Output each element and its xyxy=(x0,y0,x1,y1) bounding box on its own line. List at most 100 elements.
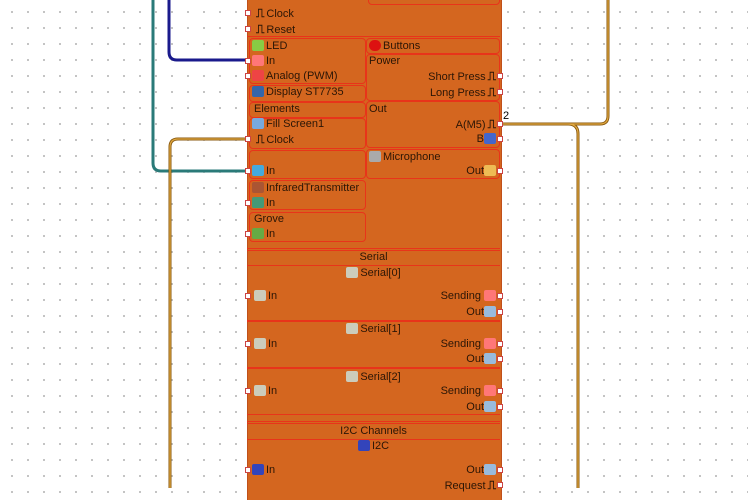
serial-0-out-pin[interactable] xyxy=(497,309,503,315)
button-icon xyxy=(369,40,381,51)
divider xyxy=(247,439,500,440)
wire-gold-out[interactable] xyxy=(500,0,610,488)
serial-1-title: Serial[1] xyxy=(247,323,500,336)
display-in-pin[interactable] xyxy=(245,168,251,174)
serial-0-sending-pin[interactable] xyxy=(497,293,503,299)
serial-2-out-pin[interactable] xyxy=(497,404,503,410)
led-icon xyxy=(252,40,264,51)
binary-icon xyxy=(484,401,496,412)
i2c-out: Out xyxy=(466,464,498,477)
grove-icon xyxy=(252,228,264,239)
led-analog: Analog (PWM) xyxy=(252,70,338,83)
grove-in: In xyxy=(252,228,275,241)
fill-screen-element[interactable] xyxy=(249,118,366,149)
divider xyxy=(247,36,500,37)
ir-in-pin[interactable] xyxy=(245,200,251,206)
reset-label: ⎍Reset xyxy=(256,22,296,37)
i2c-in-pin[interactable] xyxy=(245,467,251,473)
elements-section[interactable] xyxy=(249,102,366,118)
serial-0-in-pin[interactable] xyxy=(245,293,251,299)
short-press-pin[interactable] xyxy=(497,73,503,79)
grove-in-pin[interactable] xyxy=(245,231,251,237)
serial-1-sending-pin[interactable] xyxy=(497,341,503,347)
microphone-title: Microphone xyxy=(369,151,440,164)
grove-title: Grove xyxy=(254,213,284,225)
top-subcomponent xyxy=(368,0,500,5)
divider xyxy=(247,367,500,369)
led-analog-pin[interactable] xyxy=(245,73,251,79)
serial-2-in: In xyxy=(254,385,277,398)
analog-out-icon xyxy=(484,165,496,176)
fill-screen-title: Fill Screen1 xyxy=(252,118,324,131)
b-icon xyxy=(484,133,496,144)
buttons-component[interactable] xyxy=(366,38,500,54)
serial-0-sending: Sending xyxy=(441,290,498,303)
digital-icon xyxy=(484,290,496,301)
buttons-title: Buttons xyxy=(369,40,420,53)
i2c-icon xyxy=(252,464,264,475)
serial-header: Serial xyxy=(359,251,388,263)
a-m5-pin[interactable] xyxy=(497,121,503,127)
ir-in: In xyxy=(252,197,275,210)
serial-2-sending-pin[interactable] xyxy=(497,388,503,394)
long-press: Long Press⎍ xyxy=(429,85,496,100)
serial-0-title: Serial[0] xyxy=(247,267,500,280)
ir-title: InfraredTransmitter xyxy=(252,182,359,195)
serial-1-sending: Sending xyxy=(441,338,498,351)
reset-pin[interactable] xyxy=(245,26,251,32)
serial-2-in-pin[interactable] xyxy=(245,388,251,394)
mic-out-pin[interactable] xyxy=(497,168,503,174)
i2c-request-pin[interactable] xyxy=(497,482,503,488)
display-icon xyxy=(252,86,264,97)
analog-icon xyxy=(252,70,264,81)
i2c-request: Request⎍ xyxy=(444,478,496,493)
text-icon xyxy=(252,165,264,176)
ir-component[interactable] xyxy=(249,180,366,210)
serial-icon xyxy=(254,338,266,349)
divider xyxy=(247,248,500,249)
serial-1-out-pin[interactable] xyxy=(497,356,503,362)
serial-icon xyxy=(254,385,266,396)
serial-1-out: Out xyxy=(466,353,498,366)
digital-icon xyxy=(484,338,496,349)
ir-in-icon xyxy=(252,197,264,208)
serial-1-in-pin[interactable] xyxy=(245,341,251,347)
led-title: LED xyxy=(252,40,287,53)
led-in: In xyxy=(252,55,275,68)
divider xyxy=(247,250,500,251)
led-in-pin[interactable] xyxy=(245,58,251,64)
grove-component[interactable] xyxy=(249,212,366,242)
serial-2-title: Serial[2] xyxy=(247,371,500,384)
wire-navy[interactable] xyxy=(167,0,248,62)
clock-label: ⎍Clock xyxy=(256,6,294,21)
display-in: In xyxy=(252,165,275,178)
b-pin[interactable] xyxy=(497,136,503,142)
binary-icon xyxy=(484,306,496,317)
wire-gold-clock[interactable] xyxy=(168,137,248,488)
long-press-pin[interactable] xyxy=(497,89,503,95)
ir-icon xyxy=(252,182,264,193)
i2c-title: I2C xyxy=(247,440,500,453)
wires xyxy=(151,0,610,488)
serial-icon xyxy=(254,290,266,301)
serial-icon xyxy=(346,371,359,382)
i2c-out-pin[interactable] xyxy=(497,467,503,473)
divider xyxy=(247,320,500,322)
fill-clock-pin[interactable] xyxy=(245,136,251,142)
serial-2-sending: Sending xyxy=(441,385,498,398)
binary-icon xyxy=(484,464,496,475)
microphone-icon xyxy=(369,151,381,162)
display-in-section[interactable] xyxy=(249,150,366,179)
digital-icon xyxy=(484,385,496,396)
divider xyxy=(247,265,500,266)
display-component[interactable] xyxy=(249,85,366,102)
clock-pin[interactable] xyxy=(245,10,251,16)
wire-teal[interactable] xyxy=(151,0,248,173)
i2c-header: I2C Channels xyxy=(340,425,407,437)
out-label: Out xyxy=(369,103,387,115)
i2c-icon xyxy=(357,440,370,451)
mic-out: Out xyxy=(466,165,498,178)
microphone-component[interactable] xyxy=(366,149,500,179)
divider xyxy=(247,421,500,422)
wire-count-label: 2 xyxy=(503,110,510,122)
